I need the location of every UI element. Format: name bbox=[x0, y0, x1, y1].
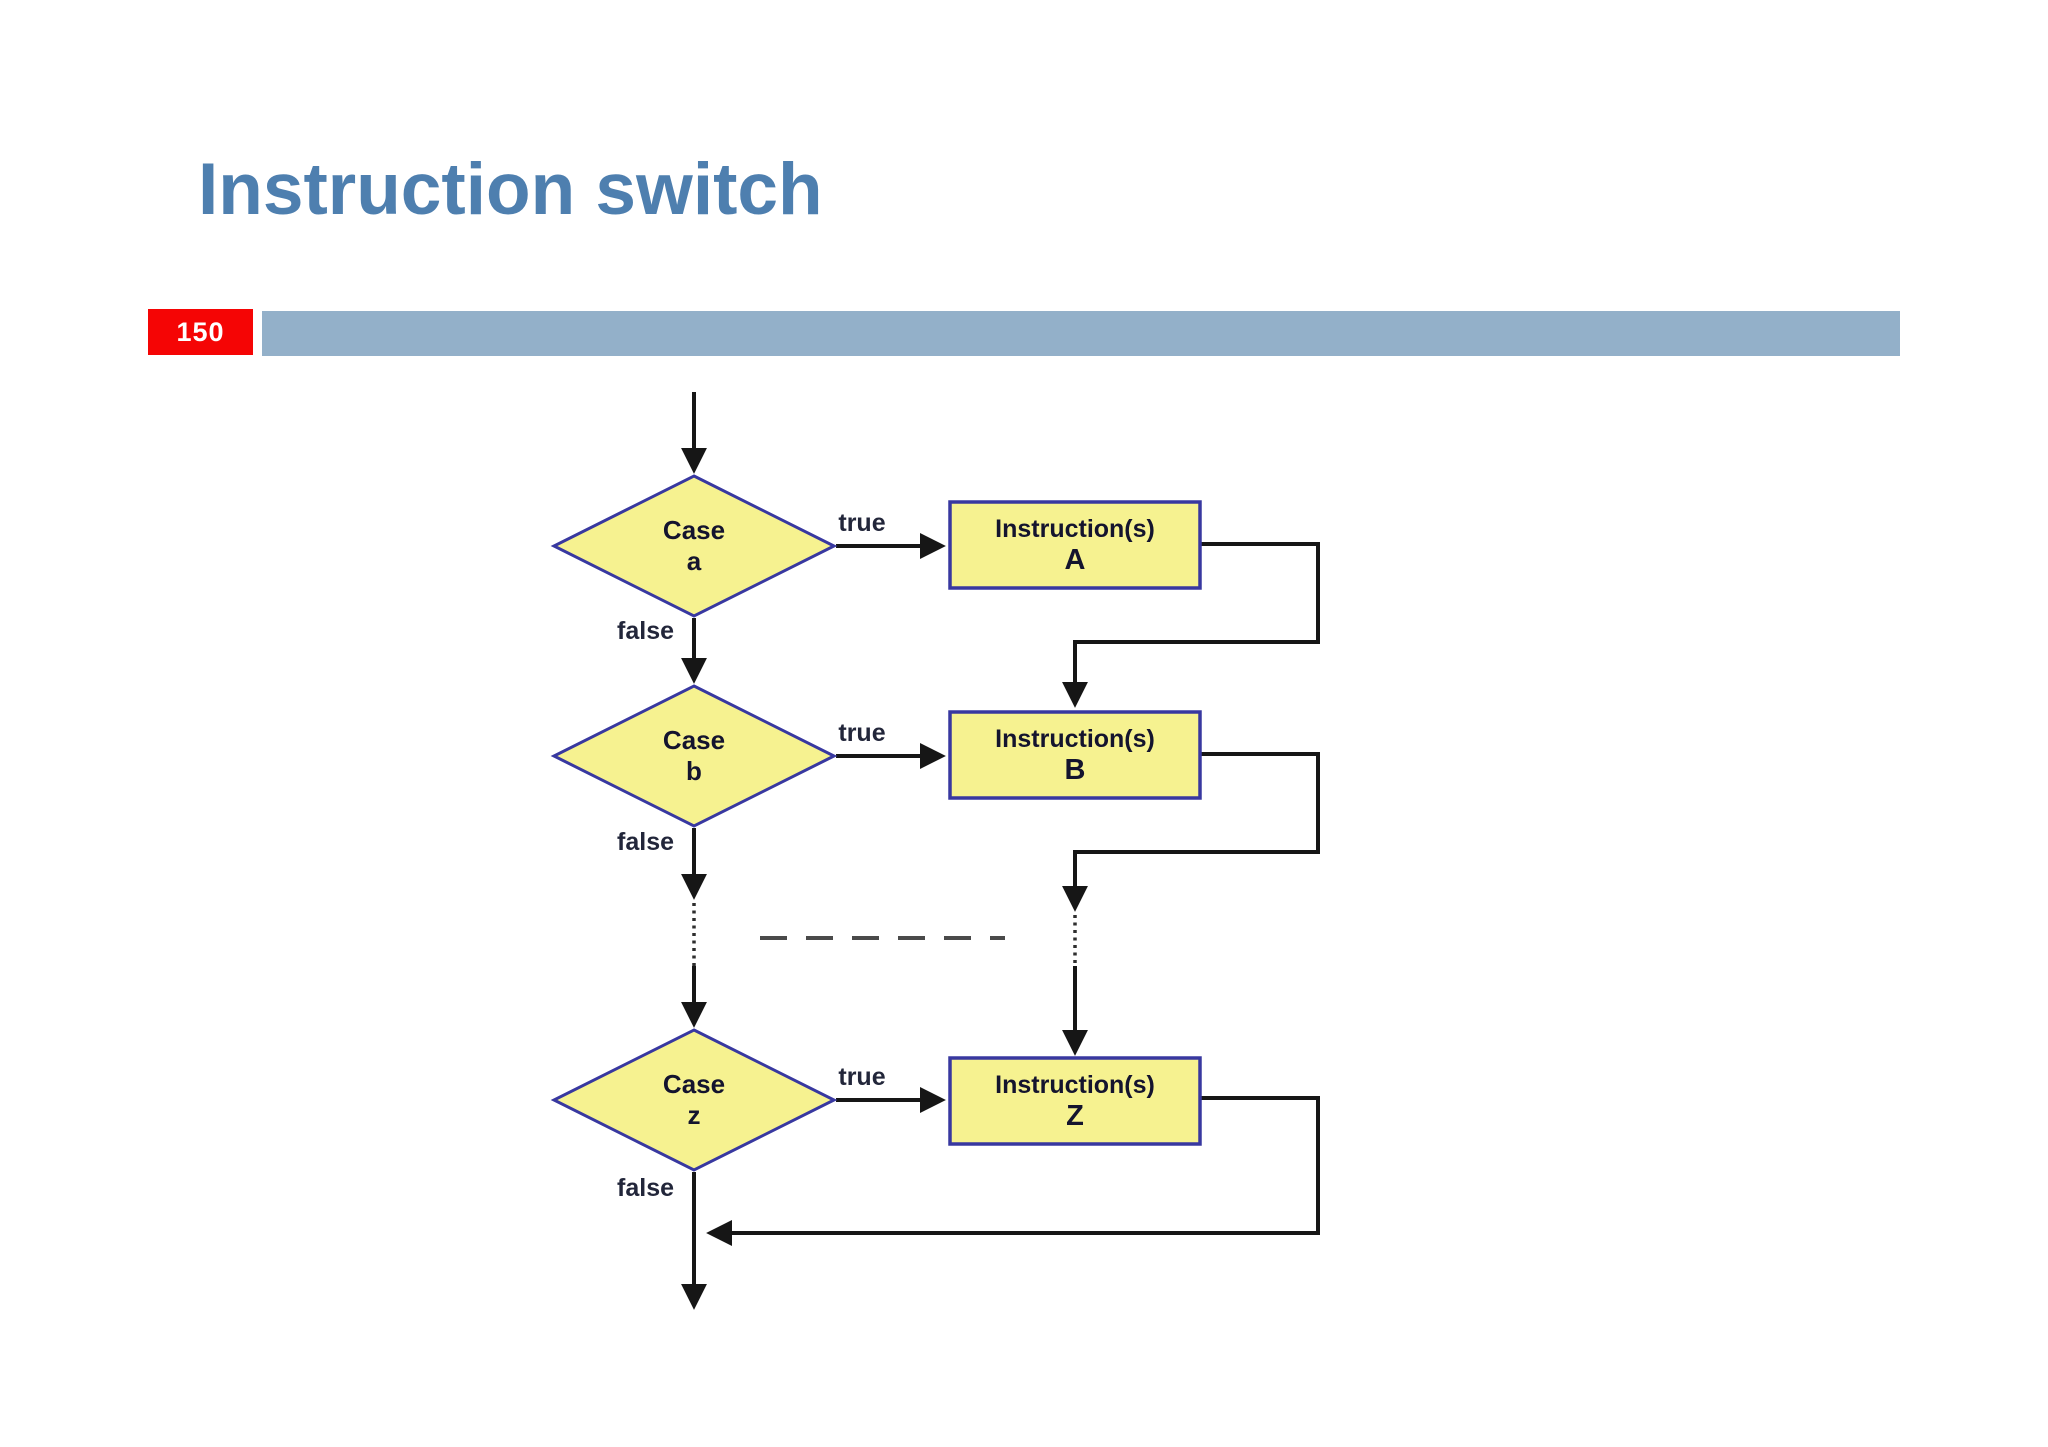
process-instruction-b-line2: B bbox=[1064, 753, 1086, 786]
header-bar bbox=[262, 311, 1900, 356]
process-instruction-z-label: Instruction(s) Z bbox=[950, 1064, 1200, 1138]
decision-case-b-line2: b bbox=[686, 756, 702, 786]
false-label-case-z: false bbox=[617, 1174, 674, 1202]
true-label-case-a: true bbox=[838, 509, 886, 537]
process-instruction-z-line1: Instruction(s) bbox=[995, 1070, 1155, 1099]
decision-case-b-line1: Case bbox=[662, 725, 726, 755]
process-instruction-z-shape bbox=[948, 1056, 1202, 1146]
process-instruction-b-line1: Instruction(s) bbox=[995, 724, 1155, 753]
process-instruction-a-shape bbox=[948, 500, 1202, 590]
decision-case-a-line1: Case bbox=[662, 515, 726, 545]
decision-case-b-label: Case b bbox=[594, 723, 794, 789]
decision-case-a-label: Case a bbox=[594, 513, 794, 579]
decision-case-a-shape bbox=[550, 474, 838, 618]
edge-instruction-z-return bbox=[706, 1096, 1320, 1246]
false-label-case-b: false bbox=[617, 828, 674, 856]
true-label-case-z: true bbox=[838, 1063, 886, 1091]
edge-instruction-b-down bbox=[1062, 752, 1320, 912]
edge-instruction-a-to-b bbox=[1062, 542, 1320, 708]
process-instruction-a-line2: A bbox=[1064, 543, 1086, 576]
decision-case-b-shape bbox=[550, 684, 838, 828]
decision-case-z-label: Case z bbox=[594, 1067, 794, 1133]
decision-case-z-shape bbox=[550, 1028, 838, 1172]
process-instruction-a-label: Instruction(s) A bbox=[950, 508, 1200, 582]
process-instruction-b-label: Instruction(s) B bbox=[950, 718, 1200, 792]
process-instruction-b-shape bbox=[948, 710, 1202, 800]
decision-case-a-line2: a bbox=[686, 546, 702, 576]
false-label-case-a: false bbox=[617, 617, 674, 645]
process-instruction-a-line1: Instruction(s) bbox=[995, 514, 1155, 543]
process-instruction-z-line2: Z bbox=[1066, 1099, 1084, 1132]
true-label-case-b: true bbox=[838, 719, 886, 747]
page-title: Instruction switch bbox=[198, 149, 823, 230]
decision-case-z-line2: z bbox=[687, 1100, 701, 1130]
page-number-badge: 150 bbox=[148, 309, 253, 355]
decision-case-z-line1: Case bbox=[662, 1069, 726, 1099]
